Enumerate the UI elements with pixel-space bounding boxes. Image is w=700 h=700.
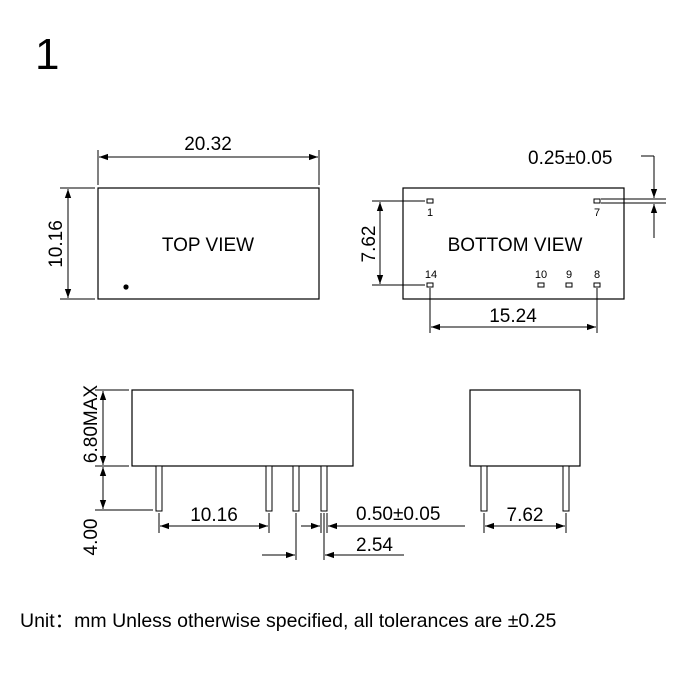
units-note: Unit：mm Unless otherwise specified, all … — [20, 610, 557, 632]
dim-body-height: 6.80MAX — [81, 385, 102, 463]
bottom-view: BOTTOM VIEW 1 7 14 10 9 8 7.62 15.24 0.2… — [359, 148, 666, 333]
dim-side-pin-span: 10.16 — [190, 505, 238, 526]
pin-lead — [265, 465, 273, 512]
dim-pin-size: 0.25±0.05 — [528, 148, 612, 169]
side-view-body — [131, 389, 354, 467]
pin-lead — [292, 465, 300, 512]
pin1-marker-dot — [123, 284, 129, 290]
pin-lead — [155, 465, 163, 512]
top-view-body — [97, 187, 320, 300]
pin-number: 8 — [594, 269, 600, 281]
dim-pin-pitch: 2.54 — [356, 535, 393, 556]
pin-pad — [593, 198, 601, 204]
top-view-label: TOP VIEW — [162, 235, 254, 256]
pin-lead — [320, 465, 328, 512]
page-number: 1 — [35, 30, 59, 79]
pin-pad — [593, 282, 601, 288]
pin-number: 9 — [566, 269, 572, 281]
side-view: 6.80MAX 4.00 10.16 0.50±0.05 2.54 — [81, 385, 465, 560]
bottom-view-label: BOTTOM VIEW — [448, 235, 583, 256]
pin-pad — [426, 282, 434, 288]
pin-number: 1 — [427, 207, 433, 219]
dim-top-width: 20.32 — [184, 134, 232, 155]
pin-lead — [562, 465, 570, 512]
pin-number: 14 — [425, 269, 437, 281]
dim-pin-length: 4.00 — [81, 519, 102, 556]
bottom-view-body — [402, 187, 625, 300]
dim-row-spacing: 7.62 — [359, 226, 380, 263]
pin-pad — [426, 198, 434, 204]
dim-end-pin-span: 7.62 — [507, 505, 544, 526]
dim-pin-span: 15.24 — [489, 306, 537, 327]
pin-number: 7 — [594, 207, 600, 219]
pin-lead — [480, 465, 488, 512]
dim-top-height: 10.16 — [46, 220, 67, 268]
end-view-body — [469, 389, 581, 467]
pin-pad — [537, 282, 545, 288]
dim-pin-diameter: 0.50±0.05 — [356, 504, 440, 525]
end-view: 7.62 — [469, 389, 581, 533]
top-view: TOP VIEW 20.32 10.16 — [46, 134, 320, 300]
pin-pad — [565, 282, 573, 288]
pin-number: 10 — [535, 269, 547, 281]
